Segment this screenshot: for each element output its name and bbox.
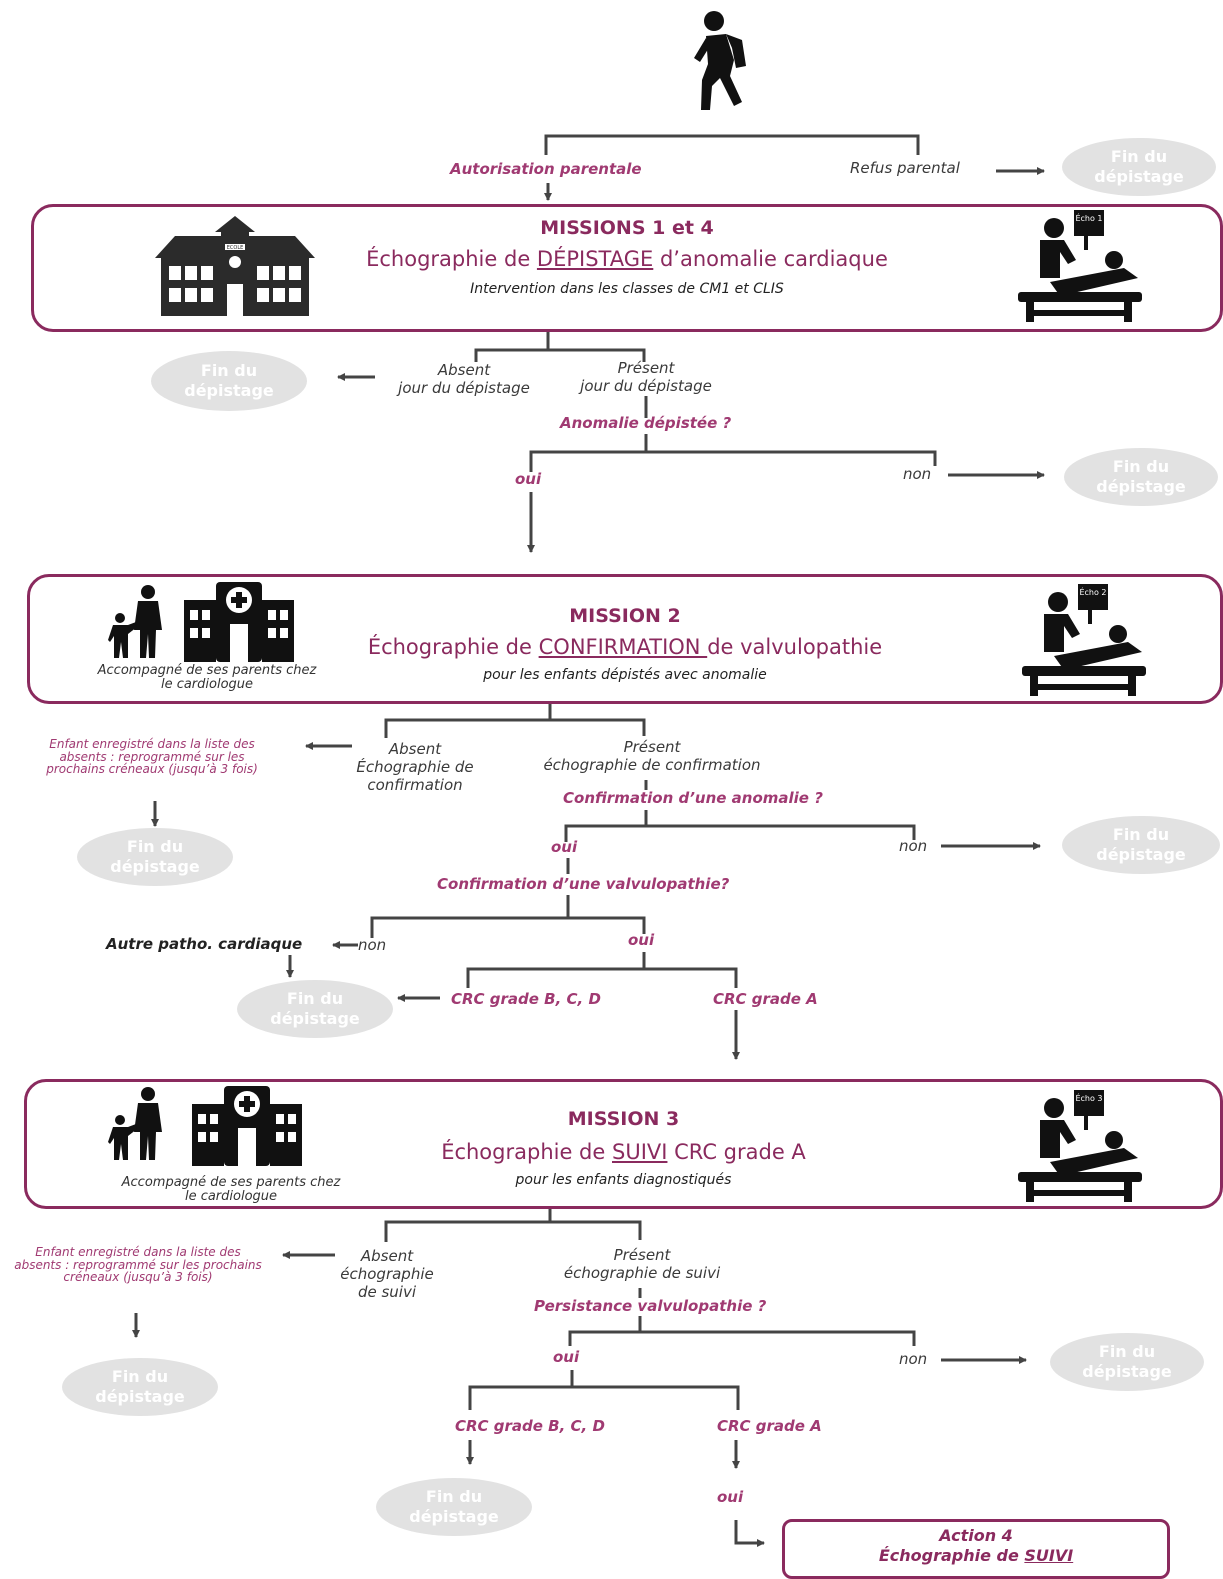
absent-note-2: Enfant enregistré dans la liste des abse… xyxy=(46,737,258,777)
action-4-title: Action 4 xyxy=(939,1526,1013,1545)
mission-3-box: MISSION 3 Échographie de SUIVI CRC grade… xyxy=(24,1079,1223,1209)
question-anomalie-depistee: Anomalie dépistée ? xyxy=(560,414,732,432)
crc-bcd-label-2: CRC grade B, C, D xyxy=(451,990,601,1008)
question-confirmation-valvulopathie: Confirmation d’une valvulopathie? xyxy=(437,875,730,893)
echo-badge-1: Écho 1 xyxy=(1075,212,1102,223)
refus-label: Refus parental xyxy=(850,159,960,177)
mission-1-4-title: MISSIONS 1 et 4 xyxy=(540,217,714,239)
autorisation-label: Autorisation parentale xyxy=(450,160,642,178)
mission-3-title: MISSION 3 xyxy=(567,1108,680,1130)
echocardiography-icon: Écho 3 xyxy=(1018,1090,1142,1202)
question-persistance: Persistance valvulopathie ? xyxy=(534,1297,767,1315)
echocardiography-icon: Écho 2 xyxy=(1022,584,1146,696)
absent-note-3: Enfant enregistré dans la liste des abse… xyxy=(14,1245,262,1285)
hospital-icon xyxy=(184,582,294,662)
mission-2-title: MISSION 2 xyxy=(569,605,681,627)
school-icon: ECOLE xyxy=(155,216,315,316)
action-4-subtitle: Échographie de SUIVI xyxy=(878,1546,1074,1565)
mission-3-caption: Accompagné de ses parents chez le cardio… xyxy=(121,1175,341,1204)
mission-1-4-subtitle: Échographie de DÉPISTAGE d’anomalie card… xyxy=(366,247,888,271)
parent-child-icon xyxy=(108,585,162,658)
non-label-4: non xyxy=(899,1350,928,1368)
action-4-box: Action 4 Échographie de SUIVI xyxy=(782,1519,1170,1579)
mission-2-note: pour les enfants dépistés avec anomalie xyxy=(483,667,767,683)
non-label-3: non xyxy=(358,936,387,954)
echocardiography-icon: Écho 1 xyxy=(1018,210,1142,322)
crc-bcd-label-3: CRC grade B, C, D xyxy=(455,1417,605,1435)
non-label-1: non xyxy=(903,465,932,483)
mission-2-subtitle: Échographie de CONFIRMATION de valvulopa… xyxy=(367,635,883,659)
hospital-icon xyxy=(192,1086,302,1166)
mission-1-4-note: Intervention dans les classes de CM1 et … xyxy=(470,281,784,297)
non-label-2: non xyxy=(899,837,928,855)
crc-a-label-2: CRC grade A xyxy=(713,990,818,1008)
school-sign: ECOLE xyxy=(227,245,244,251)
question-confirmation-anomalie: Confirmation d’une anomalie ? xyxy=(563,789,823,807)
oui-label-5: oui xyxy=(717,1488,744,1506)
echo-badge-3: Écho 3 xyxy=(1075,1092,1102,1103)
oui-label-4: oui xyxy=(553,1348,580,1366)
oui-label-2: oui xyxy=(551,838,578,856)
autre-patho-label: Autre patho. cardiaque xyxy=(106,935,303,953)
mission-3-subtitle: Échographie de SUIVI CRC grade A xyxy=(441,1140,806,1164)
crc-a-label-3: CRC grade A xyxy=(717,1417,822,1435)
mission-3-note: pour les enfants diagnostiqués xyxy=(515,1172,732,1188)
walking-child-icon xyxy=(694,11,746,110)
parent-child-icon xyxy=(108,1087,162,1160)
oui-label-1: oui xyxy=(515,470,542,488)
oui-label-3: oui xyxy=(628,931,655,949)
mission-2-caption: Accompagné de ses parents chez le cardio… xyxy=(97,663,317,692)
echo-badge-2: Écho 2 xyxy=(1079,586,1106,597)
